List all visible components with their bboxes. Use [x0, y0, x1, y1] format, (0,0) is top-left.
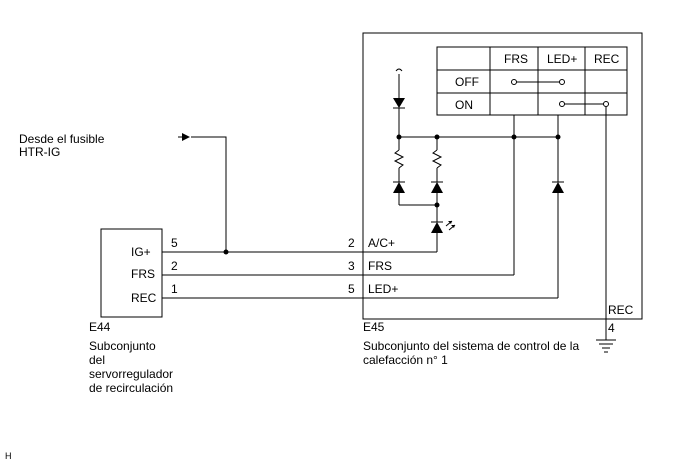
- e45-name-line2: calefacción n° 1: [363, 353, 448, 367]
- e45-code: E45: [363, 320, 385, 334]
- led-icon: [431, 222, 443, 233]
- e44-name-line1: Subconjunto: [89, 339, 156, 353]
- led-ray-head: [448, 221, 452, 224]
- e45-pin-label-frs: FRS: [368, 259, 392, 273]
- e45-box: [362, 32, 643, 320]
- table-row-on: ON: [455, 98, 473, 112]
- e44-name-line2: del: [89, 353, 105, 367]
- e44-pin-num-5: 5: [171, 236, 178, 250]
- resistor-icon: [393, 149, 405, 169]
- e44-pin-label-rec: REC: [131, 291, 157, 305]
- diode-icon: [431, 182, 443, 193]
- off-contact-frs: [511, 79, 517, 85]
- table-header-rec: REC: [594, 52, 620, 66]
- corner-mark: H: [5, 451, 12, 461]
- off-contact-led: [559, 79, 565, 85]
- e45-rec-label: REC: [608, 303, 634, 317]
- resistor-icon: [431, 149, 443, 169]
- diode-icon: [552, 182, 564, 193]
- e45-name-line1: Subconjunto del sistema de control de la: [363, 339, 579, 353]
- e44-pin-label-ig: IG+: [131, 245, 151, 259]
- e44-pin-num-1: 1: [171, 282, 178, 296]
- source-label-line2: HTR-IG: [19, 145, 60, 159]
- diode-icon: [393, 98, 405, 108]
- wave-mark: [395, 68, 403, 72]
- e44-code: E44: [89, 320, 111, 334]
- on-contact-rec: [603, 101, 609, 107]
- e45-rec-num: 4: [608, 321, 615, 335]
- source-wire: [191, 136, 227, 252]
- e45-pin-num-5: 5: [348, 282, 355, 296]
- e44-box: [100, 228, 163, 318]
- led-ray-head: [451, 225, 455, 228]
- on-contact-led: [559, 101, 565, 107]
- ground-icon: [596, 339, 616, 353]
- e44-name-line4: de recirculación: [89, 381, 173, 395]
- e45-pin-num-3: 3: [348, 259, 355, 273]
- table-row-off: OFF: [455, 75, 479, 89]
- table-header-frs: FRS: [504, 52, 528, 66]
- e44-pin-label-frs: FRS: [131, 267, 155, 281]
- e45-pin-num-2: 2: [348, 236, 355, 250]
- table-header-led: LED+: [547, 52, 577, 66]
- e45-pin-label-led: LED+: [368, 282, 398, 296]
- source-label-line1: Desde el fusible: [19, 132, 105, 146]
- diode-icon: [393, 182, 405, 193]
- e44-name-line3: servorregulador: [89, 367, 173, 381]
- e45-pin-label-ac: A/C+: [368, 236, 395, 250]
- e44-pin-num-2: 2: [171, 259, 178, 273]
